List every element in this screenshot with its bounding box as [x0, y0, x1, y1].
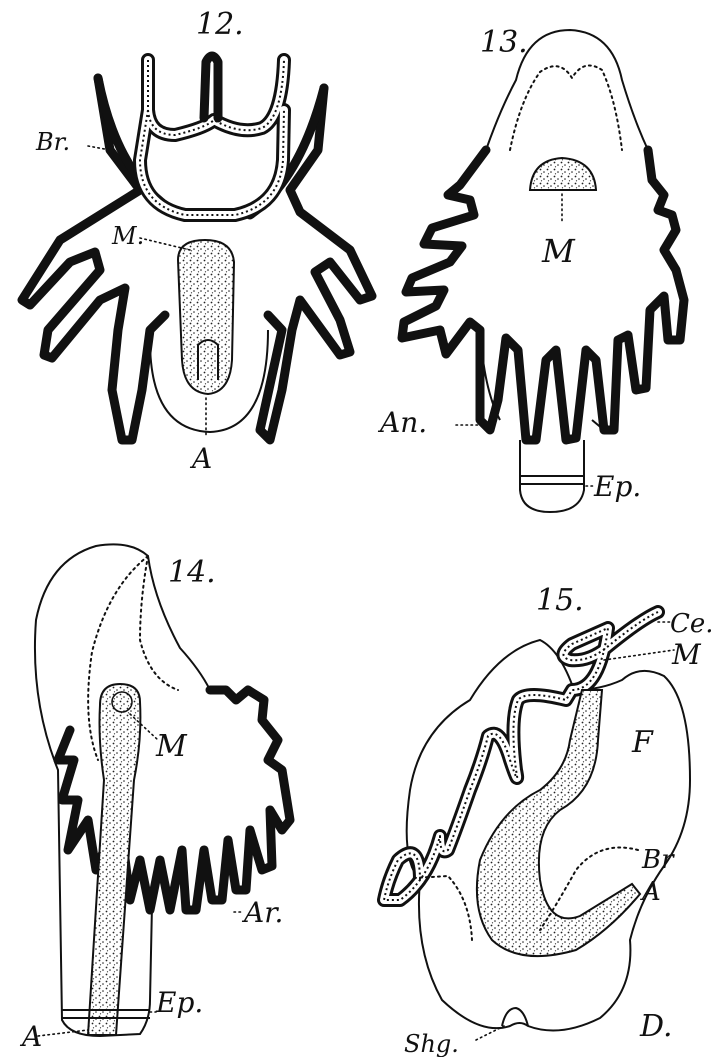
figure-13-label-ep: Ep. [593, 470, 641, 503]
figure-13-inner-dotted-line [510, 66, 622, 151]
figure-13-number: 13. [480, 25, 528, 60]
figure-14-label-m: M [155, 729, 188, 764]
figure-15-label-shg: Shg. [404, 1030, 459, 1057]
figure-15-label-br: Br [641, 845, 675, 875]
figure-12-central-finger [204, 56, 218, 118]
figure-13: 13. M An. Ep. [377, 25, 684, 512]
figure-14-number: 14. [168, 555, 216, 590]
figure-14-label-a: A [19, 1020, 42, 1053]
figure-12-number: 12. [196, 7, 244, 42]
figure-14: 14. M Ar. Ep. A [19, 544, 290, 1053]
figure-13-label-an: An. [377, 406, 427, 439]
figure-12: 12. Br. M. A [22, 7, 372, 475]
figure-15-label-a: A [640, 877, 661, 907]
figure-13-label-m: M [541, 232, 576, 270]
figure-13-mouth [530, 158, 596, 190]
figure-12-gut [178, 240, 234, 394]
figure-15-label-ce: Ce. [670, 609, 711, 639]
figure-14-label-ep: Ep. [155, 986, 203, 1019]
figure-12-label-br: Br. [35, 128, 70, 156]
figure-15-label-d: D. [639, 1009, 673, 1044]
figure-15-label-m: M [671, 638, 702, 671]
figure-14-tentacle-crown [58, 690, 290, 910]
figure-12-branchial-tube [140, 60, 284, 215]
figure-12-label-m: M. [111, 222, 144, 250]
figure-15: 15. Ce. M F Br A D. Shg. [384, 583, 711, 1057]
figure-15-label-f: F [631, 725, 654, 760]
figure-14-label-ar: Ar. [241, 896, 283, 929]
figure-15-number: 15. [536, 583, 584, 618]
figure-12-label-a: A [189, 442, 212, 475]
figure-13-tentacle-crown [402, 150, 684, 440]
